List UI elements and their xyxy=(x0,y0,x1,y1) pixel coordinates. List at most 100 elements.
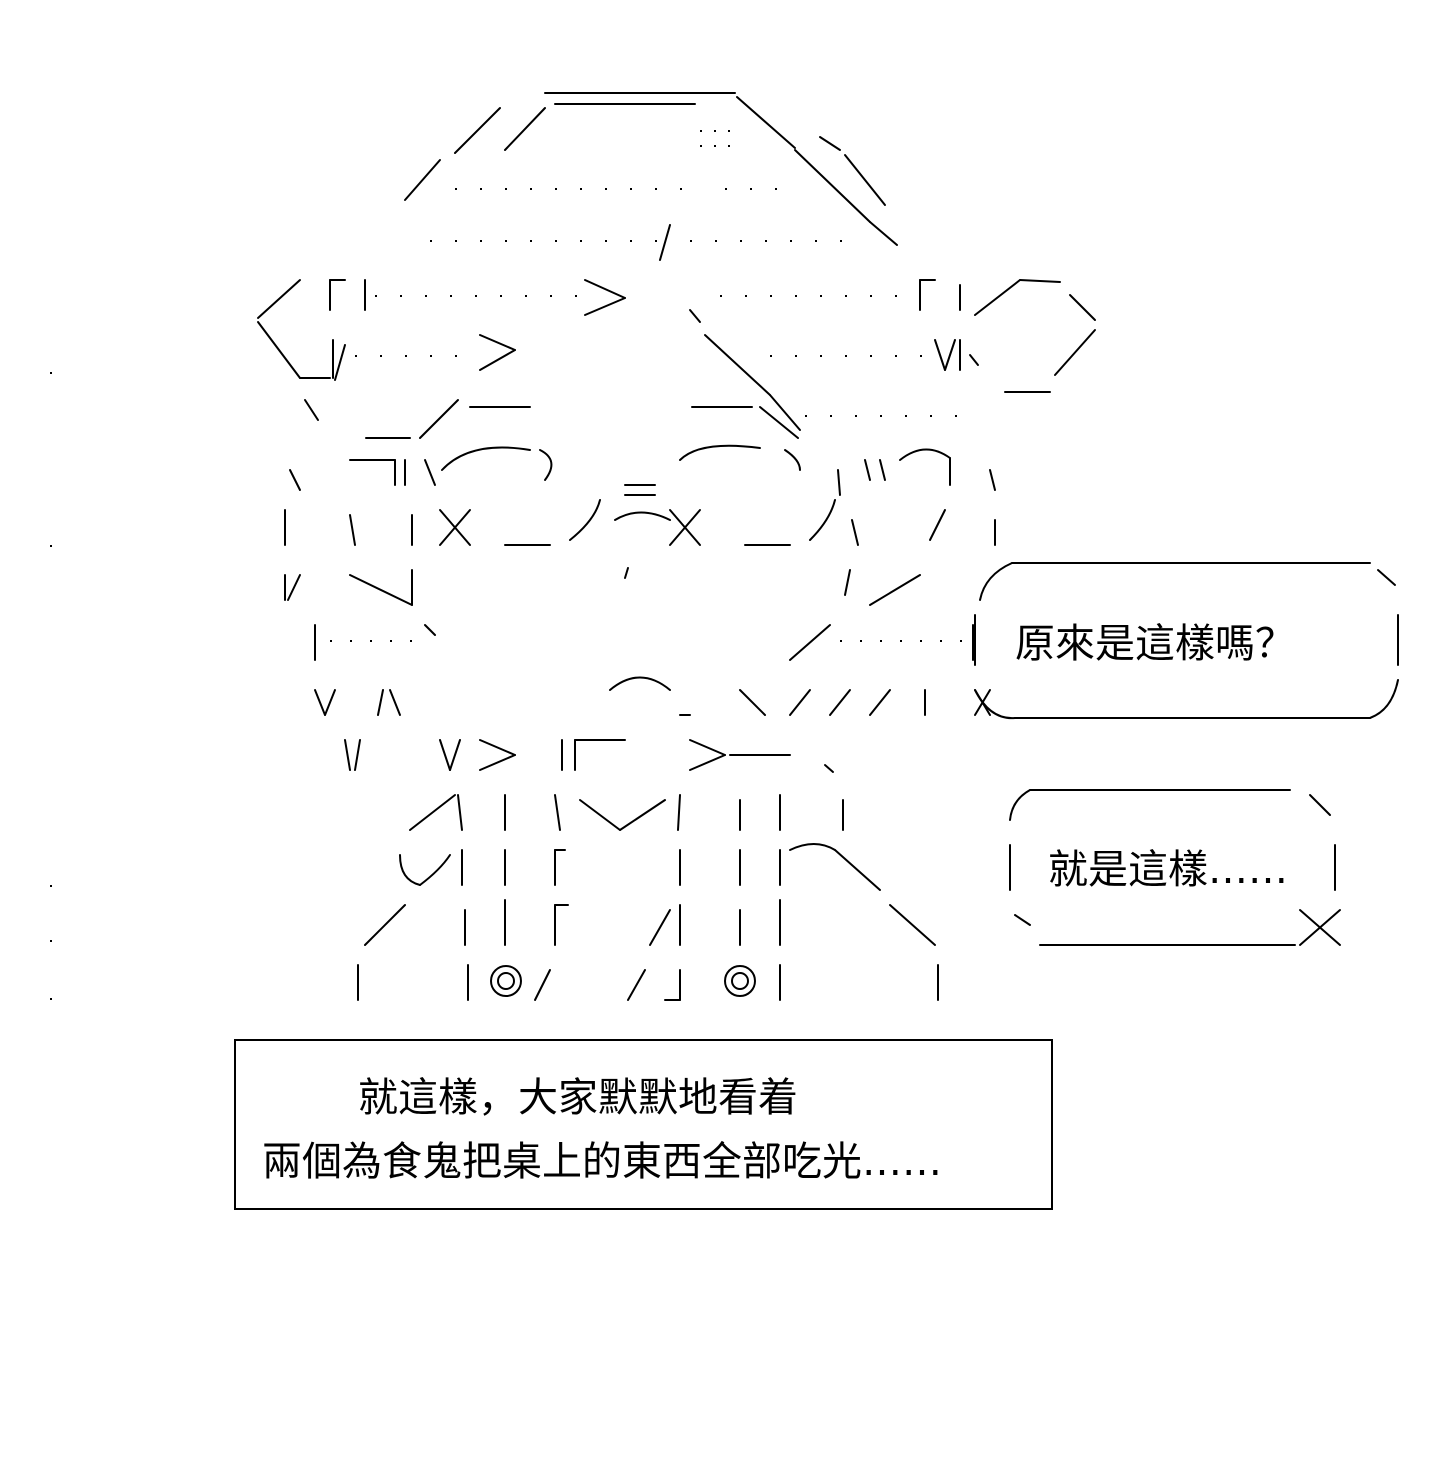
speech-bubble-1-text: 原來是這樣嗎？ xyxy=(1015,621,1295,667)
hat-outline xyxy=(257,92,1096,431)
shading-dot xyxy=(745,295,747,297)
shading-dot xyxy=(575,295,577,297)
shading-dot xyxy=(830,415,832,417)
shading-dot xyxy=(505,188,507,190)
shading-dot xyxy=(820,295,822,297)
shading-dot xyxy=(525,295,527,297)
shading-dot xyxy=(405,355,407,357)
shading-dot xyxy=(555,188,557,190)
shading-dot xyxy=(860,640,862,642)
shading-dot xyxy=(580,240,582,242)
shading-dot xyxy=(905,415,907,417)
shading-dot xyxy=(750,188,752,190)
shading-dot xyxy=(895,295,897,297)
shading-dot xyxy=(805,415,807,417)
shading-dot xyxy=(455,240,457,242)
shading-dot xyxy=(728,145,730,147)
shading-dot xyxy=(680,188,682,190)
shading-dot xyxy=(880,415,882,417)
shading-dot xyxy=(714,145,716,147)
shading-dot xyxy=(870,355,872,357)
shading-dot xyxy=(715,240,717,242)
shading-dot xyxy=(740,240,742,242)
shading-dot xyxy=(728,130,730,132)
margin-dot xyxy=(50,998,52,1000)
shading-dot xyxy=(430,240,432,242)
shading-dot xyxy=(430,355,432,357)
shading-dot xyxy=(895,355,897,357)
shading-dot xyxy=(795,355,797,357)
shading-dot xyxy=(940,640,942,642)
shading-dot xyxy=(714,130,716,132)
shading-dot xyxy=(500,295,502,297)
shading-dot xyxy=(630,240,632,242)
shading-dot xyxy=(655,240,657,242)
shading-dot xyxy=(770,295,772,297)
shading-dot xyxy=(840,640,842,642)
face-outline xyxy=(284,399,996,716)
shading-dot xyxy=(605,188,607,190)
shading-dot xyxy=(425,295,427,297)
shading-dot xyxy=(475,295,477,297)
shading-dot xyxy=(605,240,607,242)
shading-dot xyxy=(505,240,507,242)
shading-dot xyxy=(550,295,552,297)
shading-dot xyxy=(795,295,797,297)
shading-dot xyxy=(350,640,352,642)
body-outline xyxy=(344,739,939,1001)
shading-dot xyxy=(480,188,482,190)
shading-dot xyxy=(880,640,882,642)
shading-dot xyxy=(375,295,377,297)
shading-dot xyxy=(930,415,932,417)
shading-dot xyxy=(960,640,962,642)
shading-dot xyxy=(900,640,902,642)
margin-dot xyxy=(50,940,52,942)
shading-dot xyxy=(820,355,822,357)
caption-line-1: 就這樣，大家默默地看着 xyxy=(358,1075,798,1121)
shading-dot xyxy=(700,130,702,132)
shading-dot xyxy=(390,640,392,642)
shading-dot xyxy=(655,188,657,190)
shading-dot xyxy=(855,415,857,417)
shading-dot xyxy=(845,355,847,357)
shading-dot xyxy=(370,640,372,642)
caption-box-border xyxy=(234,1039,1053,1210)
shading-dot xyxy=(455,355,457,357)
shading-dot xyxy=(580,188,582,190)
shading-dot xyxy=(770,355,772,357)
speech-bubble-2-outline xyxy=(1009,789,1341,946)
shading-dot xyxy=(410,640,412,642)
shading-dot xyxy=(725,188,727,190)
margin-dot xyxy=(50,372,52,374)
speech-bubble-1-outline xyxy=(974,562,1399,720)
shading-dot xyxy=(400,295,402,297)
shading-dot xyxy=(330,640,332,642)
caption-line-2: 兩個為食鬼把桌上的東西全部吃光…… xyxy=(262,1139,942,1185)
shading-dot xyxy=(840,240,842,242)
shading-dot xyxy=(920,640,922,642)
shading-dot xyxy=(690,240,692,242)
shading-dot xyxy=(815,240,817,242)
shading-dot xyxy=(355,355,357,357)
shading-dot xyxy=(530,188,532,190)
shading-dot xyxy=(450,295,452,297)
shading-dot xyxy=(870,295,872,297)
shading-dot xyxy=(955,415,957,417)
shading-dot xyxy=(630,188,632,190)
margin-dot xyxy=(50,885,52,887)
shading-dot xyxy=(700,145,702,147)
shading-dot xyxy=(920,355,922,357)
dot-shading xyxy=(50,130,962,1000)
shading-dot xyxy=(775,188,777,190)
shading-dot xyxy=(555,240,557,242)
shading-dot xyxy=(720,295,722,297)
speech-bubble-2-text: 就是這樣…… xyxy=(1048,847,1288,893)
shading-dot xyxy=(455,188,457,190)
shading-dot xyxy=(765,240,767,242)
shading-dot xyxy=(480,240,482,242)
shading-dot xyxy=(790,240,792,242)
margin-dot xyxy=(50,545,52,547)
shading-dot xyxy=(845,295,847,297)
shading-dot xyxy=(530,240,532,242)
